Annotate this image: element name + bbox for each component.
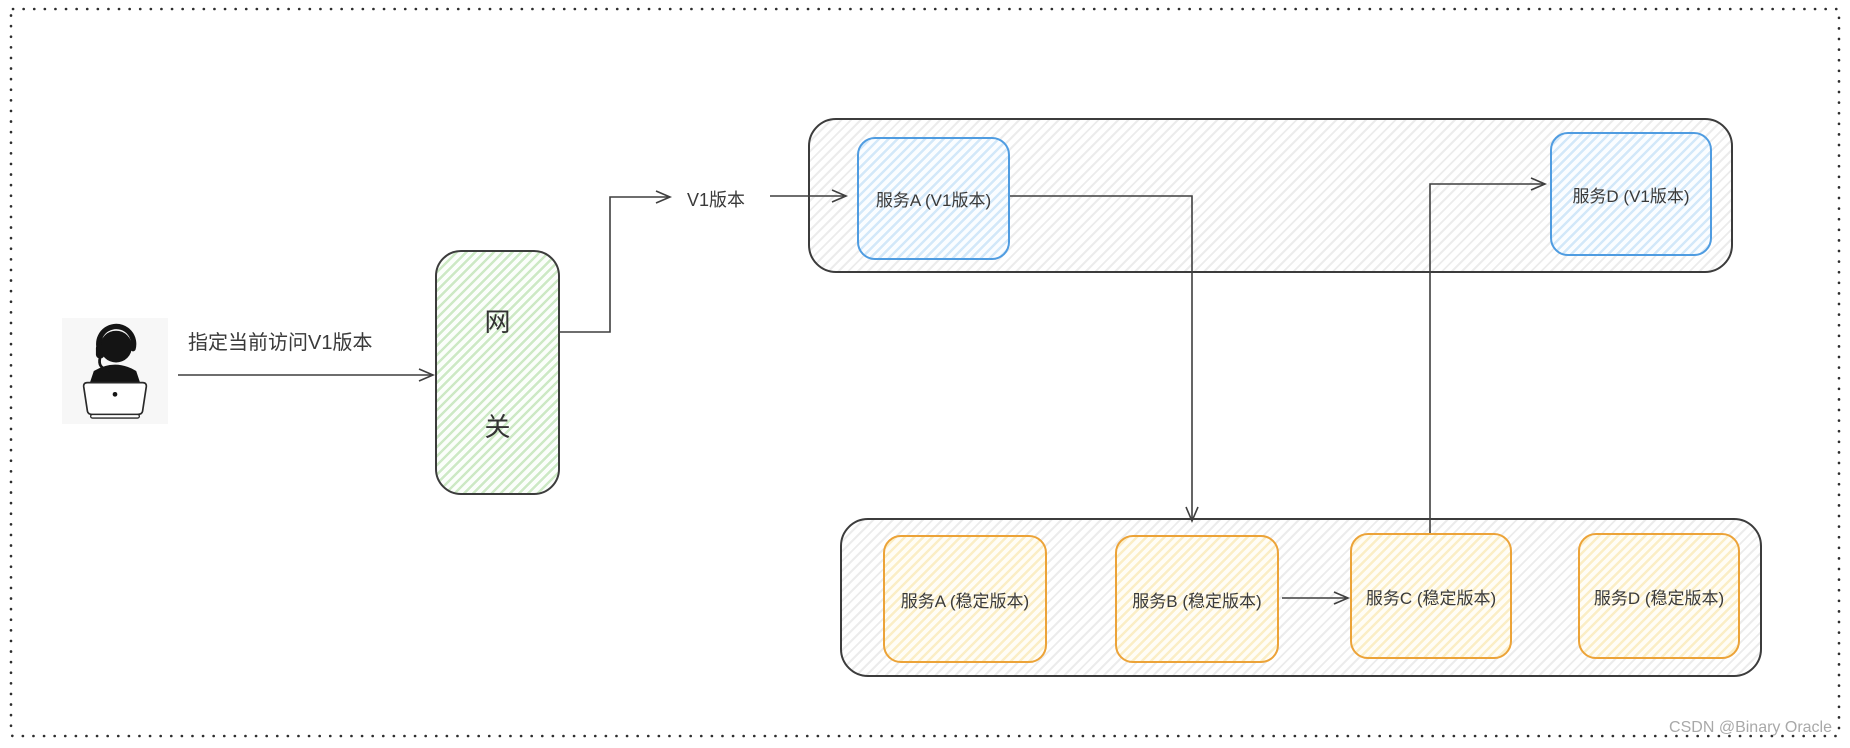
watermark: CSDN @Binary Oracle <box>1669 719 1832 736</box>
service-a-stable-node: 服务A (稳定版本) <box>883 535 1047 663</box>
service-d-v1-node: 服务D (V1版本) <box>1550 132 1712 256</box>
service-c-stable-node: 服务C (稳定版本) <box>1350 533 1512 659</box>
gateway-label-line1: 网 <box>484 306 511 337</box>
route-label: V1版本 <box>687 190 746 210</box>
request-arrow-label: 指定当前访问V1版本 <box>188 332 373 354</box>
gateway-node: 网 关 <box>435 250 560 495</box>
service-d-v1-label: 服务D (V1版本) <box>1572 186 1690 206</box>
gateway-to-route-label-arrow <box>560 190 673 333</box>
service-b-stable-label: 服务B (稳定版本) <box>1132 591 1262 611</box>
service-a-v1-node: 服务A (V1版本) <box>857 137 1010 260</box>
service-b-stable-node: 服务B (稳定版本) <box>1115 535 1279 663</box>
service-d-stable-label: 服务D (稳定版本) <box>1593 588 1725 608</box>
service-a-stable-label: 服务A (稳定版本) <box>900 591 1030 611</box>
service-d-stable-node: 服务D (稳定版本) <box>1578 533 1740 659</box>
user-icon <box>62 318 168 424</box>
service-a-v1-label: 服务A (V1版本) <box>875 191 992 210</box>
user-headset-laptop-icon <box>62 318 168 424</box>
gateway-label-line2: 关 <box>484 411 511 442</box>
service-c-stable-label: 服务C (稳定版本) <box>1365 588 1497 608</box>
